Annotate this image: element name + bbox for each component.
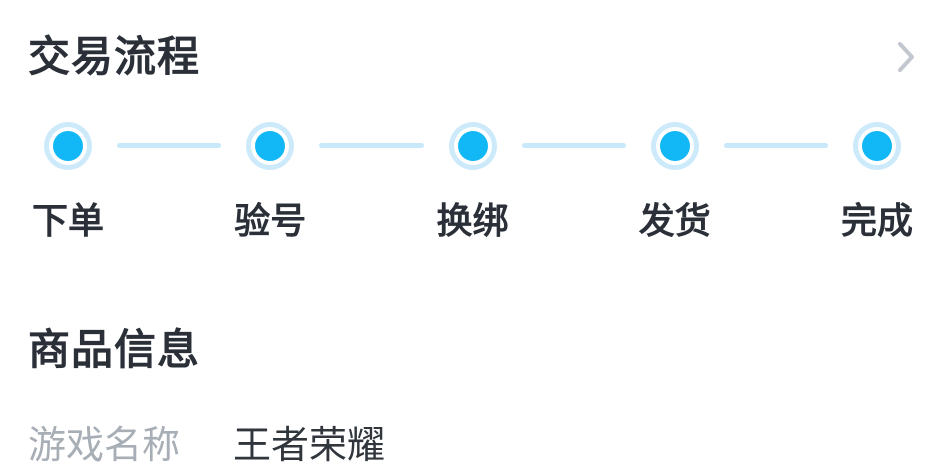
step-label: 完成 <box>840 200 913 241</box>
step-label: 发货 <box>638 200 711 241</box>
transaction-stepper: 下单 验号 换绑 发货 完成 <box>0 122 941 239</box>
step-label: 换绑 <box>436 200 509 241</box>
step-verify: 验号 <box>230 122 310 239</box>
transaction-flow-header[interactable]: 交易流程 <box>0 0 941 78</box>
product-info-title: 商品信息 <box>28 326 201 373</box>
step-dot-icon <box>255 131 286 161</box>
step-rebind: 换绑 <box>433 122 513 239</box>
step-complete: 完成 <box>837 122 917 239</box>
game-name-label: 游戏名称 <box>28 425 181 467</box>
step-dot-icon <box>862 131 892 161</box>
step-label: 下单 <box>31 200 104 241</box>
step-connector <box>723 143 828 148</box>
step-dot-icon <box>659 131 690 161</box>
game-name-value: 王者荣耀 <box>233 425 386 467</box>
step-connector <box>117 143 222 148</box>
game-name-row: 游戏名称 王者荣耀 <box>28 427 913 465</box>
step-connector <box>521 143 626 148</box>
step-dot-icon <box>53 131 83 161</box>
step-label: 验号 <box>234 200 307 241</box>
step-dot-icon <box>457 131 488 161</box>
product-info-section: 商品信息 游戏名称 王者荣耀 <box>0 326 941 466</box>
step-connector <box>319 143 424 148</box>
step-order: 下单 <box>28 122 108 239</box>
chevron-right-icon[interactable] <box>891 38 921 76</box>
step-deliver: 发货 <box>635 122 715 239</box>
transaction-flow-title: 交易流程 <box>28 33 201 80</box>
